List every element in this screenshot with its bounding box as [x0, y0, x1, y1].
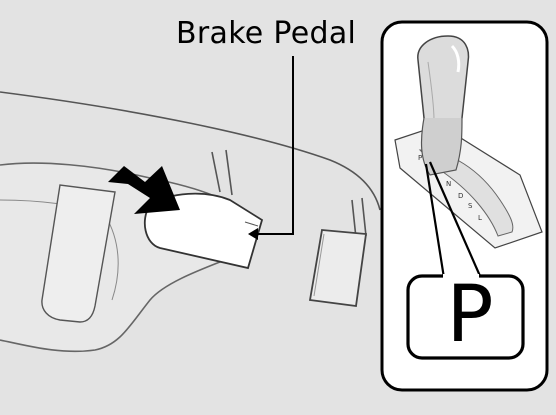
callout-pointer [248, 228, 258, 240]
p-leader-line-left [424, 163, 446, 279]
shift-lever-icon [417, 35, 470, 176]
callout-leader-line [256, 56, 294, 235]
accelerator-pedal-icon [308, 197, 368, 308]
gate-marking-s: S [468, 202, 473, 210]
press-arrow-icon [108, 166, 180, 214]
gate-marking-n: N [446, 180, 451, 188]
gate-marking-d: D [458, 192, 463, 200]
dashboard-line [0, 91, 381, 211]
gate-marking-l: L [478, 214, 482, 222]
brake-pedal-arm [211, 149, 233, 196]
p-leader-line-right [428, 161, 482, 277]
brake-pedal-label: Brake Pedal [176, 16, 357, 51]
park-position-label: P [446, 270, 494, 360]
gate-marking-p: P [418, 154, 422, 162]
